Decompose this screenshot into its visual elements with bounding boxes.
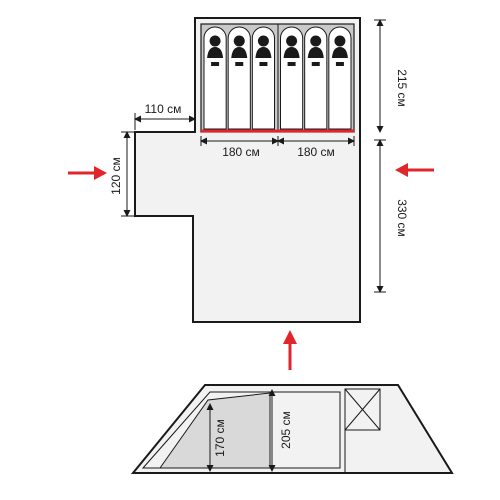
dimension-notch-height: 120 см [109,131,134,217]
person-silhouette-icon [233,35,245,47]
dimension-bedroom-right: 180 см [277,136,355,159]
dimension-vestibule-depth: 330 см [374,139,409,293]
person-silhouette-icon [307,47,324,58]
person-silhouette-icon [331,47,348,58]
tent-door-panel [344,388,381,431]
sleeping-bag-collar [211,62,220,66]
person-silhouette-icon [209,35,221,47]
person-silhouette-icon [207,47,224,58]
dimension-label-notch-height: 120 см [109,157,123,195]
dimension-label-notch-width: 110 см [145,102,182,116]
sleeping-bag-collar [311,62,320,66]
dimension-label-bedroom-depth: 215 см [395,69,409,107]
dimension-bedroom-depth: 215 см [374,19,409,133]
dimension-label-bedroom-left: 180 см [222,145,260,159]
dimension-peak-height: 205 см [268,389,293,472]
sleeping-bag-collar [235,62,244,66]
dimension-inner-height: 170 см [206,403,227,472]
arrow-icon [68,166,107,180]
plan-view: 110 см 120 см 180 см 180 см 215 см [68,17,434,323]
person-silhouette-icon [310,35,322,47]
person-silhouette-icon [283,47,300,58]
dimension-notch-width: 110 см [134,102,196,130]
person-silhouette-icon [286,35,298,47]
person-silhouette-icon [257,35,269,47]
sleeping-bag-collar [287,62,296,66]
sleeping-bags [203,26,352,130]
arrow-icon [283,330,297,370]
dimension-label-vestibule-depth: 330 см [395,199,409,237]
arrow-icon [395,163,434,177]
person-silhouette-icon [231,47,248,58]
sleeping-bag-collar [335,62,344,66]
dimension-bedroom-left: 180 см [200,136,279,159]
person-silhouette-icon [255,47,272,58]
sleeping-bag-collar [259,62,268,66]
person-silhouette-icon [334,35,346,47]
dimension-label-bedroom-right: 180 см [297,145,335,159]
dimension-label-peak-height: 205 см [279,411,293,449]
side-view: 170 см 205 см [130,384,454,474]
dimension-label-inner-height: 170 см [213,419,227,457]
